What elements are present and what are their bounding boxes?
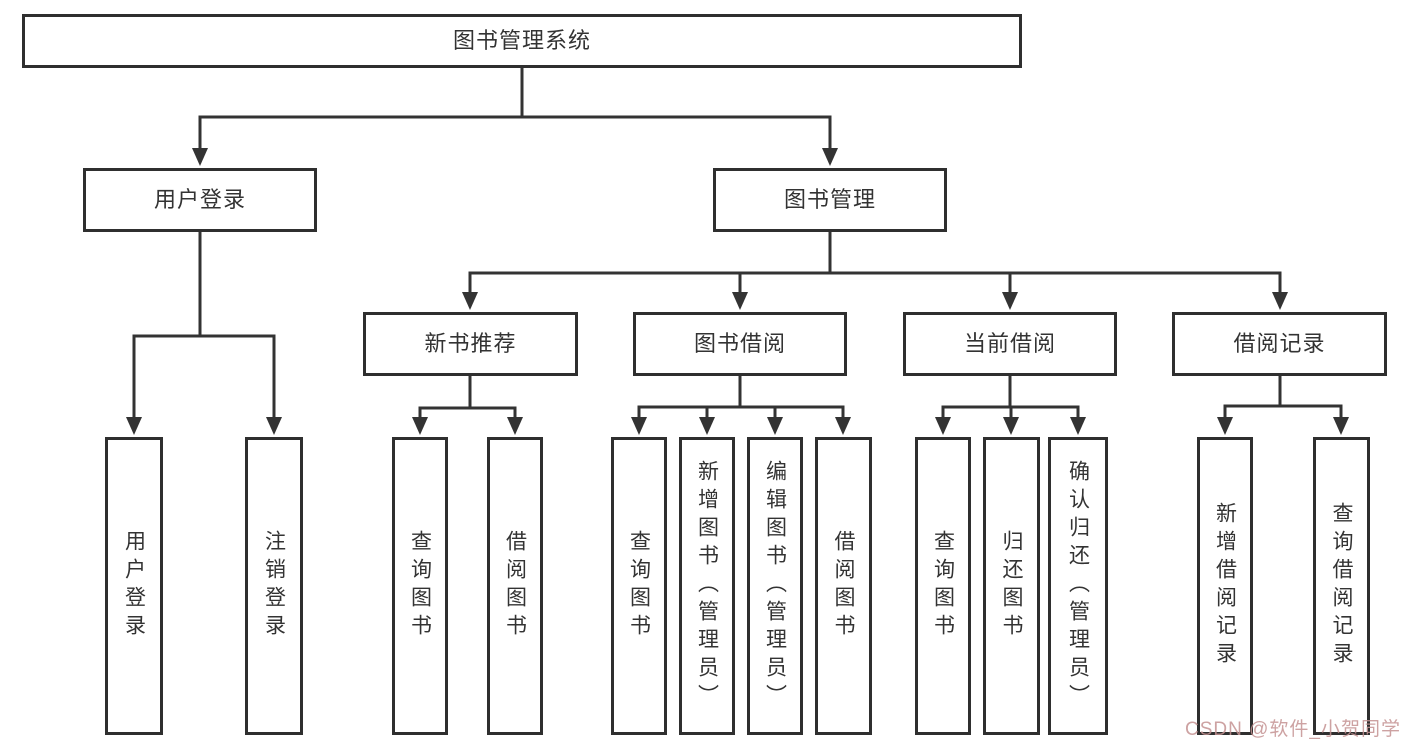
arrow-down-icon [699,417,715,435]
connector-records-to-leaves [1223,374,1343,421]
node-borrowing-records: 借阅记录 [1172,312,1387,376]
csdn-watermark: CSDN @软件_小贺同学 [1185,719,1401,740]
leaf-borrow-query-books: 查询图书 [611,437,667,735]
arrow-down-icon [126,417,142,435]
arrow-down-icon [462,292,478,310]
arrow-down-icon [1070,417,1086,435]
node-library-management-system: 图书管理系统 [22,14,1022,68]
leaf-current-return-books: 归还图书 [983,437,1040,735]
leaf-current-confirm-return-admin: 确认归还（管理员） [1048,437,1108,735]
connector-recommend-to-leaves [418,374,517,421]
arrow-down-icon [822,148,838,166]
arrow-down-icon [192,148,208,166]
leaf-recommend-query-books: 查询图书 [392,437,448,735]
arrow-down-icon [935,417,951,435]
leaf-add-borrow-record: 新增借阅记录 [1197,437,1253,735]
leaf-borrow-edit-books-admin: 编辑图书（管理员） [747,437,803,735]
node-book-borrowing: 图书借阅 [633,312,847,376]
arrow-down-icon [1333,417,1349,435]
node-current-borrowing: 当前借阅 [903,312,1117,376]
connector-borrow-to-leaves [637,374,845,421]
connector-current-to-leaves [941,374,1080,421]
node-book-management: 图书管理 [713,168,947,232]
leaf-current-query-books: 查询图书 [915,437,971,735]
leaf-recommend-borrow-books: 借阅图书 [487,437,543,735]
leaf-user-login: 用户登录 [105,437,163,735]
arrow-down-icon [1217,417,1233,435]
node-user-login: 用户登录 [83,168,317,232]
leaf-logout: 注销登录 [245,437,303,735]
node-new-book-recommendation: 新书推荐 [363,312,578,376]
arrow-down-icon [835,417,851,435]
leaf-borrow-borrow-books: 借阅图书 [815,437,872,735]
arrow-down-icon [412,417,428,435]
arrow-down-icon [767,417,783,435]
leaf-query-borrow-record: 查询借阅记录 [1313,437,1370,735]
arrow-down-icon [1272,292,1288,310]
connector-bookmgmt-to-level3 [468,230,1282,296]
arrow-down-icon [732,292,748,310]
arrow-down-icon [266,417,282,435]
leaf-borrow-add-books-admin: 新增图书（管理员） [679,437,735,735]
connector-userlogin-to-leaves [132,230,276,421]
arrow-down-icon [1003,417,1019,435]
arrow-down-icon [631,417,647,435]
connector-root-to-level2 [198,66,832,152]
arrow-down-icon [507,417,523,435]
arrow-down-icon [1002,292,1018,310]
